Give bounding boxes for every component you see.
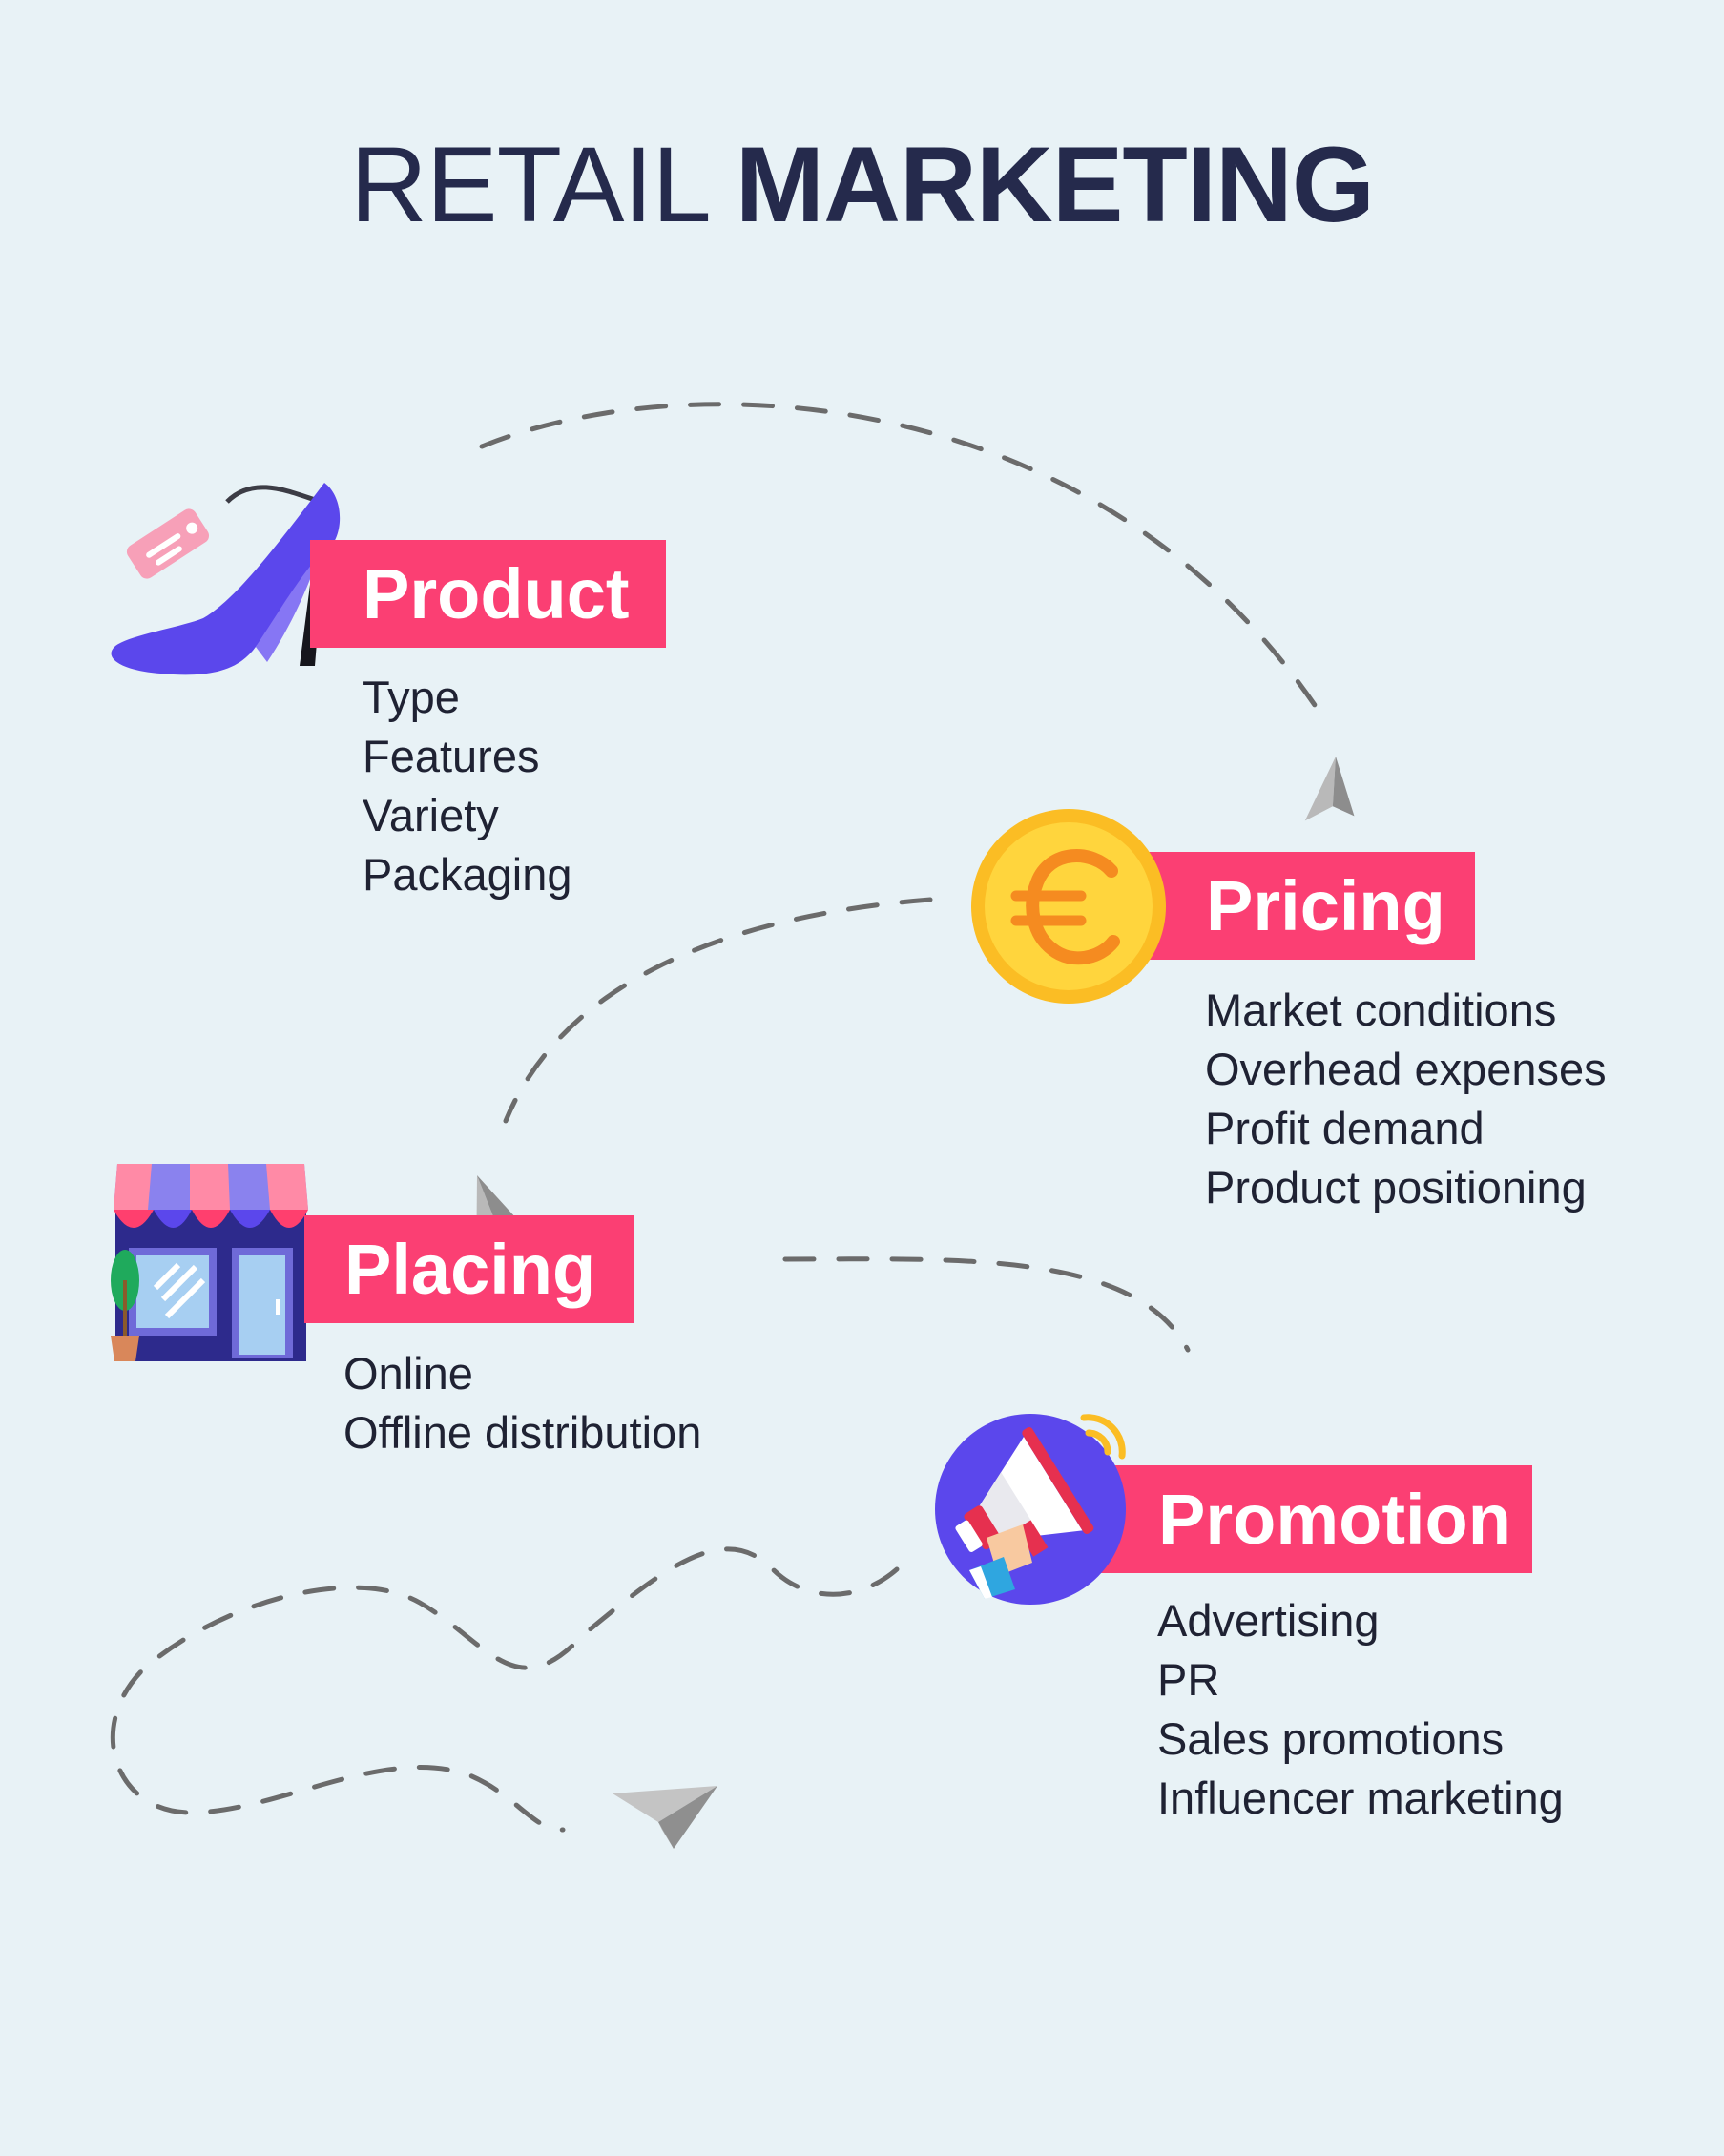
- label-promotion: Promotion: [1097, 1465, 1532, 1573]
- list-item: Market conditions: [1205, 985, 1557, 1035]
- storefront-icon: [111, 1164, 308, 1361]
- list-item: Offline distribution: [343, 1407, 702, 1458]
- list-product: Type Features Variety Packaging: [363, 668, 572, 904]
- dash-path-placing-to-promotion: [782, 1256, 1191, 1353]
- list-item: Features: [363, 731, 540, 781]
- list-placing: Online Offline distribution: [343, 1344, 701, 1462]
- list-item: Type: [363, 672, 460, 722]
- list-item: Variety: [363, 790, 499, 840]
- euro-coin-icon: [971, 809, 1166, 1004]
- label-product: Product: [310, 540, 666, 648]
- label-pricing: Pricing: [1132, 852, 1475, 960]
- paper-plane-icon: [1304, 757, 1355, 821]
- list-item: Profit demand: [1205, 1103, 1485, 1153]
- paper-plane-icon: [613, 1786, 717, 1849]
- title-bold: MARKETING: [735, 125, 1375, 244]
- list-pricing: Market conditions Overhead expenses Prof…: [1205, 981, 1607, 1217]
- dash-path-product-to-pricing: [479, 402, 1321, 714]
- list-item: Online: [343, 1348, 473, 1399]
- list-item: Advertising: [1157, 1595, 1380, 1646]
- list-item: Packaging: [363, 849, 572, 900]
- megaphone-icon: [935, 1414, 1126, 1605]
- title-light: RETAIL: [350, 125, 708, 244]
- list-item: Overhead expenses: [1205, 1044, 1607, 1094]
- high-heel-shoe-icon: [111, 483, 341, 675]
- dash-path-promotion-loop: [110, 1546, 900, 1833]
- list-item: Product positioning: [1205, 1162, 1587, 1213]
- list-item: Influencer marketing: [1157, 1772, 1564, 1823]
- list-promotion: Advertising PR Sales promotions Influenc…: [1157, 1591, 1564, 1828]
- list-item: PR: [1157, 1654, 1220, 1705]
- label-placing: Placing: [304, 1215, 634, 1323]
- page-title: RETAIL MARKETING: [0, 132, 1724, 238]
- list-item: Sales promotions: [1157, 1713, 1505, 1764]
- dash-path-pricing-to-placing: [503, 897, 933, 1124]
